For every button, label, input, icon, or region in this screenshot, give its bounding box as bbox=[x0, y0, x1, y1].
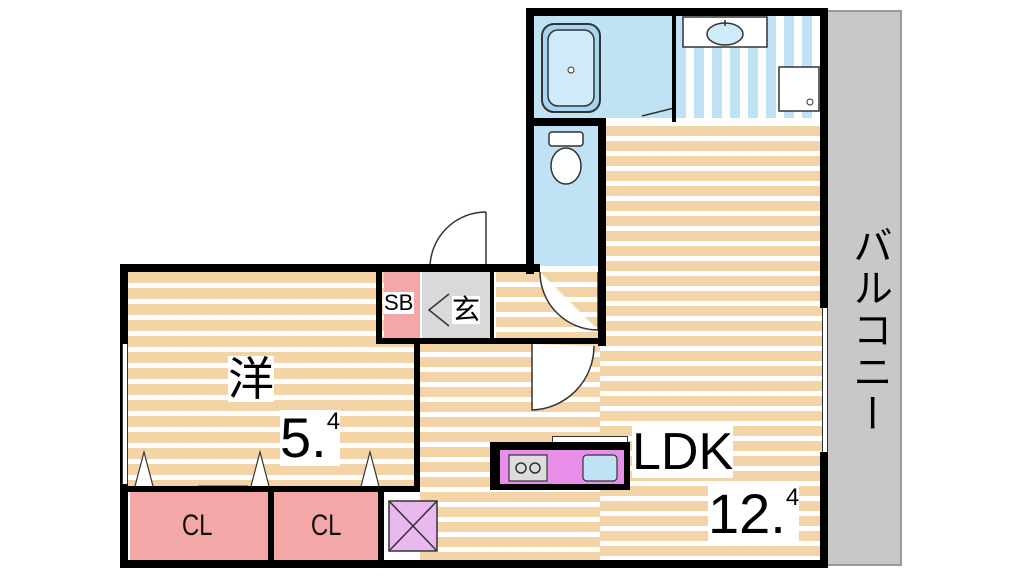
door-swing-icon bbox=[429, 211, 487, 269]
wall bbox=[820, 452, 828, 568]
wall bbox=[120, 264, 540, 272]
western-room-kanji: 洋 bbox=[228, 352, 274, 406]
wall bbox=[120, 560, 828, 568]
western-room-size-sup: 4 bbox=[326, 408, 341, 435]
wall bbox=[820, 8, 828, 308]
western-room-size: 5.4 bbox=[280, 408, 341, 466]
wall bbox=[414, 338, 420, 490]
toilet-icon bbox=[548, 131, 584, 185]
wall bbox=[526, 8, 534, 274]
ldk-size-sup: 4 bbox=[785, 484, 800, 511]
window bbox=[822, 308, 828, 452]
washing-machine-icon bbox=[778, 66, 820, 112]
bathtub-icon bbox=[541, 23, 601, 113]
ldk-size-main: 12. bbox=[708, 482, 786, 545]
door-swing-icon bbox=[539, 271, 599, 331]
shoe-box-label: SB bbox=[383, 290, 415, 315]
wall bbox=[598, 118, 606, 346]
door-swing-icon bbox=[641, 98, 675, 117]
wall bbox=[672, 12, 676, 122]
stove-icon bbox=[508, 454, 548, 482]
closet-right bbox=[274, 492, 378, 560]
ldk-size: 12.4 bbox=[708, 484, 800, 542]
closet-left bbox=[130, 492, 268, 560]
wall bbox=[376, 272, 382, 342]
sink-icon bbox=[582, 454, 618, 482]
closet-right-label: CL bbox=[310, 509, 342, 542]
storage-cross-icon bbox=[388, 500, 438, 552]
balcony-label: バルコニー bbox=[846, 225, 892, 435]
western-room-size-main: 5. bbox=[280, 406, 327, 469]
wall bbox=[526, 118, 606, 126]
wall bbox=[378, 486, 384, 564]
wall bbox=[268, 486, 274, 564]
closet-left-label: CL bbox=[181, 509, 213, 542]
ldk-label: LDK bbox=[632, 423, 734, 481]
window bbox=[122, 344, 128, 484]
door-swing-icon bbox=[427, 293, 450, 327]
door-swing-icon bbox=[531, 344, 595, 411]
wall bbox=[490, 272, 494, 342]
entrance-label: 玄 bbox=[452, 293, 481, 326]
washbasin-icon bbox=[682, 16, 768, 48]
wall bbox=[526, 8, 828, 16]
